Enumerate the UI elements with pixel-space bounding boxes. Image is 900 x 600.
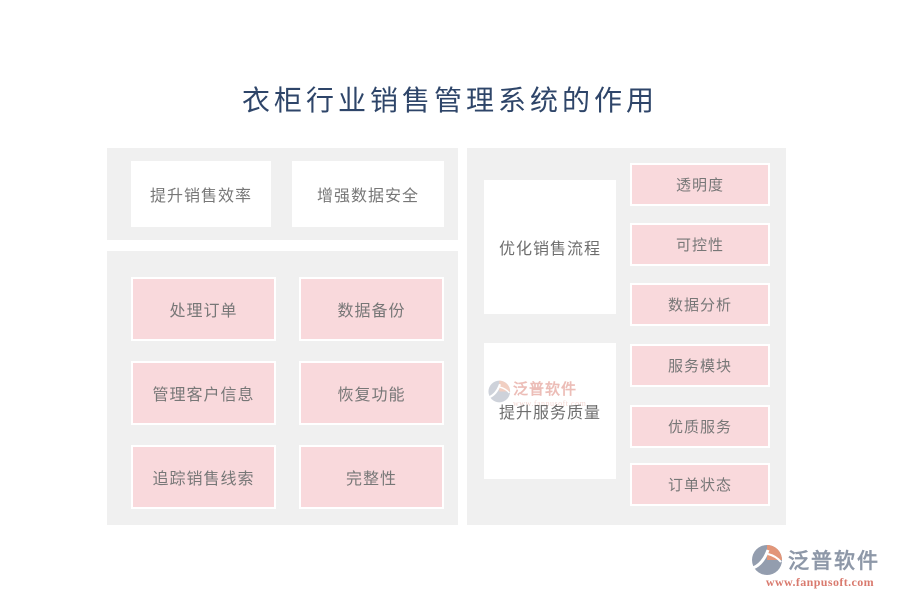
group-label: 优化销售流程 <box>498 241 601 258</box>
group-box-service-quality: 泛普软件 www.fanpusoft.com 提升服务质量 <box>484 343 616 479</box>
watermark-url-text: www.fanpusoft.com <box>513 398 587 408</box>
watermark-logo-icon <box>488 380 511 403</box>
detail-card: 服务模块 <box>630 344 770 387</box>
brand-url: www.fanpusoft.com <box>765 575 875 589</box>
feature-card: 追踪销售线索 <box>131 445 276 509</box>
feature-card: 恢复功能 <box>299 361 444 425</box>
brand-logo-icon <box>752 545 782 575</box>
process-panel: 优化销售流程 泛普软件 www.fanpusoft.com 提升服务质量 透明度… <box>467 148 786 525</box>
detail-card: 数据分析 <box>630 283 770 326</box>
page-title: 衣柜行业销售管理系统的作用 <box>241 86 658 117</box>
group-box-sales-process: 优化销售流程 <box>484 180 616 314</box>
watermark-brand-text: 泛普软件 <box>513 382 578 398</box>
benefits-panel: 提升销售效率 增强数据安全 <box>107 148 458 240</box>
benefit-card: 提升销售效率 <box>131 161 271 227</box>
feature-card: 数据备份 <box>299 277 444 341</box>
detail-card: 透明度 <box>630 163 770 206</box>
feature-card: 管理客户信息 <box>131 361 276 425</box>
group-label: 提升服务质量 <box>498 405 601 422</box>
benefit-card: 增强数据安全 <box>292 161 444 227</box>
watermark: 泛普软件 www.fanpusoft.com <box>487 379 586 408</box>
detail-card: 可控性 <box>630 223 770 266</box>
features-panel: 处理订单 数据备份 管理客户信息 恢复功能 追踪销售线索 完整性 <box>107 251 458 525</box>
feature-card: 处理订单 <box>131 277 276 341</box>
brand-footer: 泛普软件 www.fanpusoft.com <box>750 543 890 590</box>
brand-name: 泛普软件 <box>788 549 880 573</box>
detail-card: 订单状态 <box>630 463 770 506</box>
detail-card: 优质服务 <box>630 405 770 448</box>
feature-card: 完整性 <box>299 445 444 509</box>
